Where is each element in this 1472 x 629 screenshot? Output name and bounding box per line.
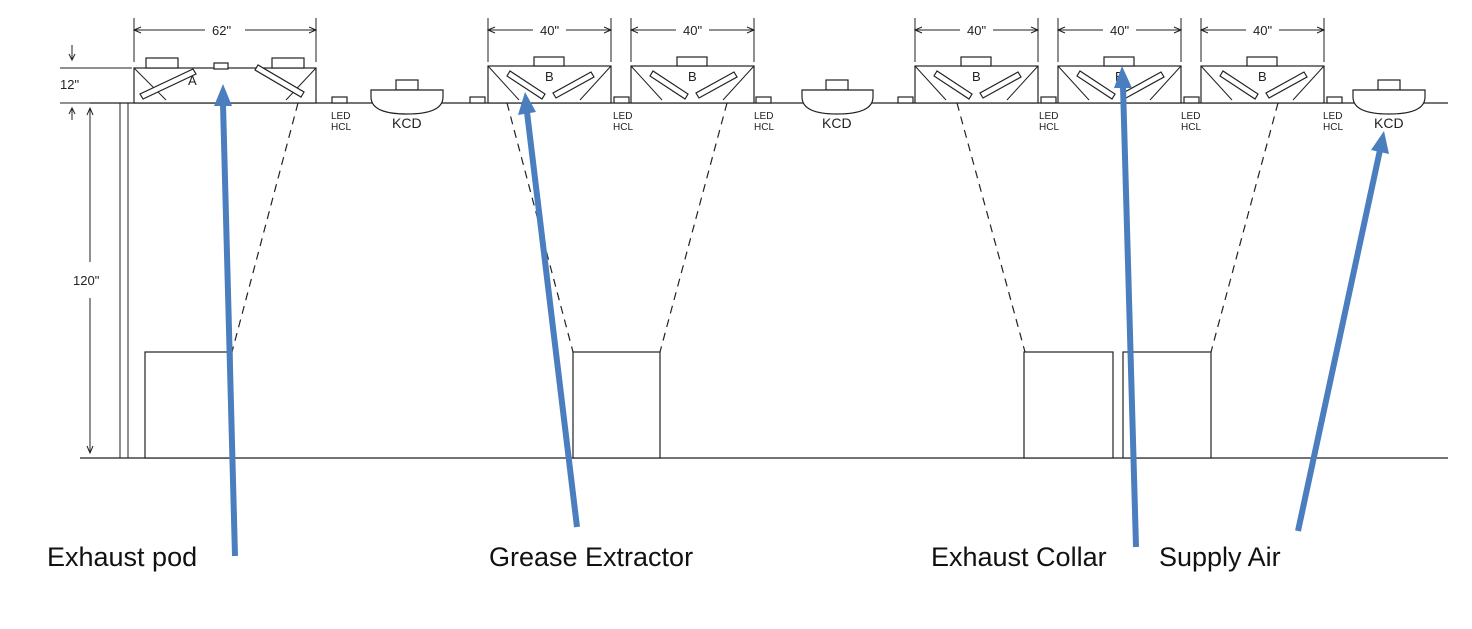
led-hcl-fixture: LED HCL [1181, 96, 1201, 133]
width-label-40: 40" [1110, 23, 1129, 38]
svg-text:HCL: HCL [613, 122, 633, 133]
width-label-40: 40" [967, 23, 986, 38]
hood-label-b: B [545, 69, 554, 84]
exhaust-pod-icon [213, 62, 229, 70]
led-fixture-icon [469, 96, 486, 104]
svg-text:HCL: HCL [754, 122, 774, 133]
hood-label-b: B [688, 69, 697, 84]
callout-grease-extractor: Grease Extractor [489, 542, 693, 572]
arrow-exhaust-pod [220, 103, 238, 557]
height-dimension-120: 120" [73, 106, 100, 455]
hood-b: 40" B [1199, 18, 1326, 104]
hood-b: 40" B [913, 18, 1040, 104]
hood-b: 40" B [1056, 18, 1183, 104]
arrow-grease-extractor [524, 111, 580, 528]
kcd-diffuser: KCD [801, 79, 874, 131]
hood-b: 40" B [629, 18, 756, 104]
appliance-block [572, 351, 661, 459]
callout-exhaust-collar: Exhaust Collar [931, 542, 1107, 572]
height-dimension-12: 12" [60, 45, 132, 120]
led-hcl-fixture: LED HCL [754, 96, 774, 133]
callout-supply-air: Supply Air [1159, 542, 1281, 572]
capture-zone-lines [231, 102, 1279, 353]
svg-text:LED: LED [331, 111, 350, 122]
arrow-supply-air [1295, 149, 1383, 532]
svg-text:KCD: KCD [822, 115, 852, 131]
width-label-62: 62" [212, 23, 231, 38]
cooking-appliances [144, 351, 1212, 459]
svg-text:HCL: HCL [1323, 122, 1343, 133]
hood-label-a: A [188, 73, 197, 88]
width-label-40: 40" [540, 23, 559, 38]
arrow-exhaust-collar [1120, 85, 1139, 548]
svg-text:HCL: HCL [1039, 122, 1059, 133]
exhaust-collar-icon [1103, 56, 1135, 67]
hood-label-b: B [1258, 69, 1267, 84]
svg-text:LED: LED [613, 111, 632, 122]
height-label-120: 120" [73, 273, 100, 288]
hood-b: 40" B [486, 18, 613, 104]
appliance-block [144, 351, 233, 459]
callout-arrows [214, 66, 1389, 557]
svg-text:HCL: HCL [1181, 122, 1201, 133]
hood-label-b: B [972, 69, 981, 84]
svg-text:LED: LED [754, 111, 773, 122]
led-hcl-fixture: LED HCL [331, 96, 351, 133]
kcd-diffuser: KCD [1352, 79, 1426, 131]
appliance-block [1023, 351, 1114, 459]
svg-text:KCD: KCD [1374, 115, 1404, 131]
appliance-block [1122, 351, 1212, 459]
svg-text:LED: LED [1181, 111, 1200, 122]
led-hcl-fixture: LED HCL [1323, 96, 1343, 133]
led-hcl-fixture: LED HCL [1039, 96, 1059, 133]
width-label-40: 40" [1253, 23, 1272, 38]
svg-text:KCD: KCD [392, 115, 422, 131]
svg-text:HCL: HCL [331, 122, 351, 133]
svg-text:LED: LED [1323, 111, 1342, 122]
width-label-40: 40" [683, 23, 702, 38]
kcd-diffuser: KCD [370, 79, 444, 131]
led-hcl-fixture: LED HCL [613, 96, 633, 133]
callout-exhaust-pod: Exhaust pod [47, 542, 197, 572]
led-fixture-icon [897, 96, 914, 104]
height-label-12: 12" [60, 77, 79, 92]
svg-text:LED: LED [1039, 111, 1058, 122]
